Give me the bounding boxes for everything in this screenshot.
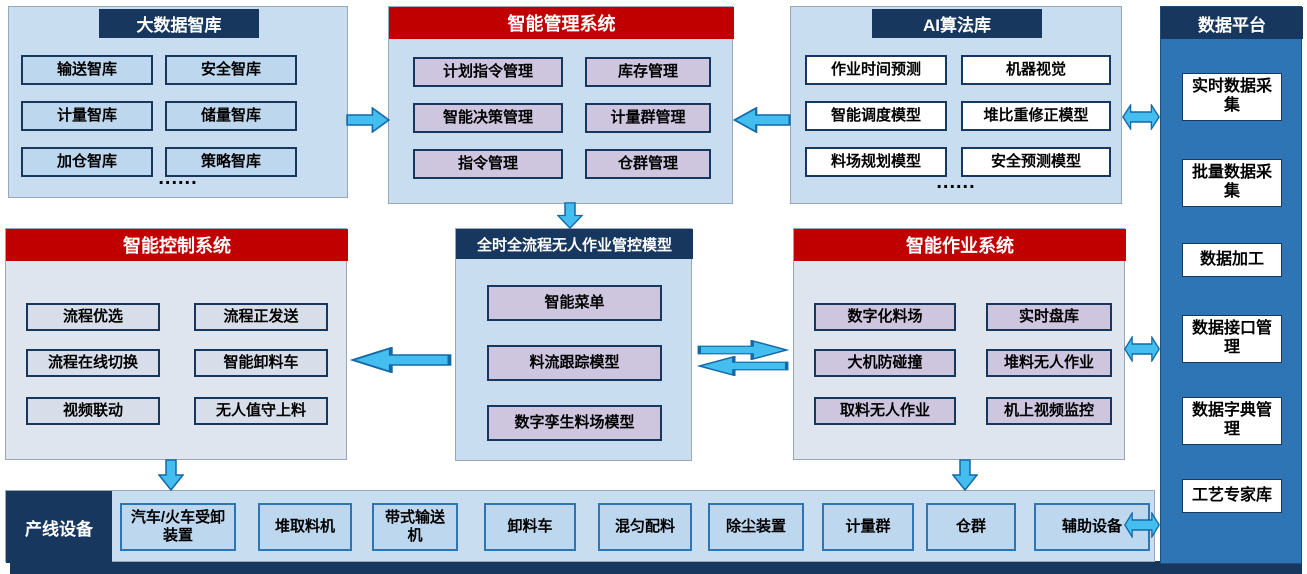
- equipment-item: 汽车/火车受卸装置: [120, 503, 236, 551]
- ai-ellipsis: ......: [936, 171, 976, 193]
- arrow-bigdata-to-management: [346, 107, 390, 133]
- management-item: 指令管理: [413, 149, 563, 179]
- panel-operation: 智能作业系统 数字化料场 实时盘库 大机防碰撞 堆料无人作业 取料无人作业 机上…: [793, 228, 1126, 460]
- operation-item: 大机防碰撞: [814, 349, 956, 377]
- panel-data-platform-title: 数据平台: [1161, 7, 1303, 39]
- equipment-item: 计量群: [822, 503, 914, 551]
- control-item: 无人值守上料: [194, 397, 328, 425]
- arrow-ai-to-management: [733, 107, 791, 133]
- arrow-model-to-control: [350, 347, 452, 373]
- platform-item: 数据接口管理: [1182, 315, 1282, 363]
- control-item: 智能卸料车: [194, 349, 328, 377]
- operation-item: 机上视频监控: [986, 397, 1112, 425]
- equipment-item: 卸料车: [484, 503, 576, 551]
- panel-big-data: 大数据智库 输送智库 安全智库 计量智库 储量智库 加仓智库 策略智库 ....…: [8, 6, 348, 198]
- arrow-control-to-equipment: [158, 459, 184, 491]
- control-item: 流程在线切换: [26, 349, 160, 377]
- panel-equipment: 产线设备 汽车/火车受卸装置 堆取料机 带式输送机 卸料车 混匀配料 除尘装置 …: [5, 490, 1155, 563]
- model-item: 数字孪生料场模型: [487, 405, 662, 441]
- panel-ai-library-title: AI算法库: [872, 9, 1042, 38]
- panel-equipment-title: 产线设备: [6, 491, 112, 563]
- big-data-item: 计量智库: [21, 101, 153, 131]
- platform-item: 批量数据采集: [1182, 159, 1282, 207]
- platform-item: 工艺专家库: [1182, 479, 1282, 513]
- big-data-item: 储量智库: [165, 101, 297, 131]
- panel-model-title: 全时全流程无人作业管控模型: [456, 229, 693, 259]
- panel-control: 智能控制系统 流程优选 流程正发送 流程在线切换 智能卸料车 视频联动 无人值守…: [5, 228, 348, 460]
- big-data-item: 输送智库: [21, 55, 153, 85]
- management-item: 库存管理: [585, 57, 711, 87]
- ai-item: 作业时间预测: [805, 55, 947, 85]
- panel-management: 智能管理系统 计划指令管理 库存管理 智能决策管理 计量群管理 指令管理 仓群管…: [388, 6, 734, 204]
- control-item: 流程正发送: [194, 303, 328, 331]
- ai-item: 料场规划模型: [805, 147, 947, 177]
- ai-item: 机器视觉: [961, 55, 1111, 85]
- panel-model: 全时全流程无人作业管控模型 智能菜单 料流跟踪模型 数字孪生料场模型: [455, 228, 693, 461]
- big-data-item: 策略智库: [165, 147, 297, 177]
- control-item: 流程优选: [26, 303, 160, 331]
- arrow-equipment-platform-bidirectional: [1124, 512, 1160, 538]
- arrow-operation-platform-bidirectional: [1124, 336, 1160, 362]
- big-data-item: 加仓智库: [21, 147, 153, 177]
- panel-control-title: 智能控制系统: [6, 229, 348, 261]
- panel-ai-library: AI算法库 作业时间预测 机器视觉 智能调度模型 堆比重修正模型 料场规划模型 …: [790, 6, 1122, 204]
- model-item: 智能菜单: [487, 285, 662, 321]
- platform-item: 数据加工: [1182, 243, 1282, 277]
- equipment-item: 堆取料机: [258, 503, 352, 551]
- panel-operation-title: 智能作业系统: [794, 229, 1126, 261]
- big-data-ellipsis: ......: [158, 167, 198, 189]
- platform-item: 数据字典管理: [1182, 397, 1282, 445]
- arrow-ai-platform-bidirectional: [1122, 104, 1160, 130]
- equipment-item: 混匀配料: [598, 503, 692, 551]
- ai-item: 安全预测模型: [961, 147, 1111, 177]
- management-item: 计量群管理: [585, 103, 711, 133]
- panel-management-title: 智能管理系统: [389, 7, 734, 39]
- management-item: 智能决策管理: [413, 103, 563, 133]
- management-item: 仓群管理: [585, 149, 711, 179]
- big-data-item: 安全智库: [165, 55, 297, 85]
- ai-item: 智能调度模型: [805, 101, 947, 131]
- panel-big-data-title: 大数据智库: [99, 9, 259, 38]
- equipment-item: 除尘装置: [708, 503, 804, 551]
- control-item: 视频联动: [26, 397, 160, 425]
- operation-item: 堆料无人作业: [986, 349, 1112, 377]
- panel-data-platform: 数据平台 实时数据采集 批量数据采集 数据加工 数据接口管理 数据字典管理 工艺…: [1160, 6, 1303, 564]
- ai-item: 堆比重修正模型: [961, 101, 1111, 131]
- operation-item: 取料无人作业: [814, 397, 956, 425]
- arrow-operation-to-model: [697, 356, 789, 376]
- base-strip: [10, 561, 1302, 574]
- platform-item: 实时数据采集: [1182, 73, 1282, 121]
- model-item: 料流跟踪模型: [487, 345, 662, 381]
- equipment-item: 仓群: [926, 503, 1016, 551]
- operation-item: 实时盘库: [986, 303, 1112, 331]
- arrow-management-to-model: [557, 202, 583, 229]
- management-item: 计划指令管理: [413, 57, 563, 87]
- equipment-item: 带式输送机: [372, 503, 458, 551]
- operation-item: 数字化料场: [814, 303, 956, 331]
- arrow-model-to-operation: [697, 340, 789, 360]
- arrow-operation-to-equipment: [952, 459, 978, 491]
